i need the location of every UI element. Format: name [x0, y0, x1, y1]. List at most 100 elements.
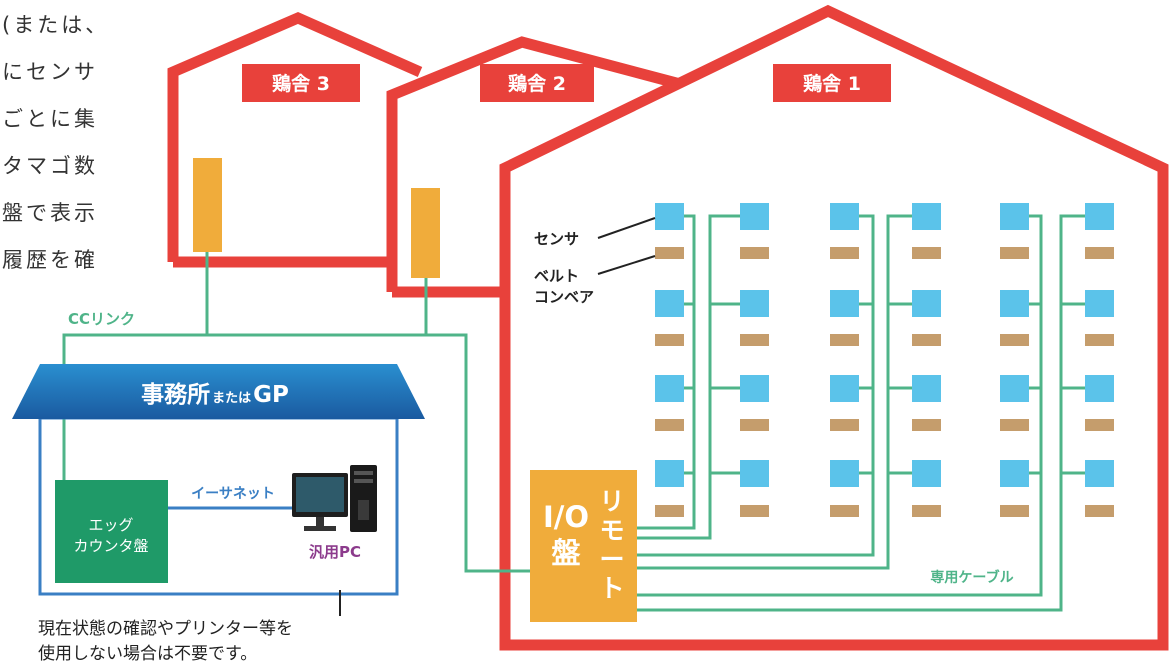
sensor-row-4 [655, 460, 1114, 517]
office-roof [12, 364, 425, 419]
side-text-line: (または、 [2, 13, 110, 37]
belt-conveyor [830, 334, 859, 346]
house-1-label-bg [773, 64, 891, 102]
sensor [830, 203, 859, 230]
belt-conveyor [740, 334, 769, 346]
house-3-label-bg [242, 64, 360, 102]
cc-link-label: CCリンク [68, 310, 135, 328]
side-text: (または、 にセンサ ごとに集 タマゴ数 盤で表示 履歴を確 [2, 2, 109, 284]
footnote: 現在状態の確認やプリンター等を 使用しない場合は不要です。 [38, 617, 293, 667]
sensor-row-1 [655, 203, 1114, 259]
sensor [1000, 203, 1029, 230]
belt-conveyor [1085, 505, 1114, 517]
egg-counter-label-line2: カウンタ盤 [73, 537, 148, 555]
sensor-callout-label: センサ [534, 230, 579, 248]
sensor-row-3 [655, 375, 1114, 431]
belt-conveyor [912, 419, 941, 431]
ethernet-label: イーサネット [191, 486, 275, 502]
belt-conveyor [1000, 505, 1029, 517]
sensor [912, 290, 941, 317]
io-label-line1: I/O [543, 500, 589, 534]
sensor-row-2 [655, 290, 1114, 346]
sensor-grid [655, 203, 1114, 517]
belt-conveyor [830, 419, 859, 431]
belt-callout-line [597, 255, 656, 275]
sensor [1085, 460, 1114, 487]
sensor [740, 375, 769, 402]
house-3-remote-panel [193, 158, 222, 252]
sensor [1085, 375, 1114, 402]
belt-conveyor [1085, 419, 1114, 431]
egg-counter-panel [55, 480, 168, 583]
sensor [655, 203, 684, 230]
house-1-outline [499, 4, 1169, 651]
office-title-main: 事務所 [141, 381, 210, 408]
sensor-callout-line [597, 217, 656, 239]
belt-callout-label-line2: コンベア [534, 288, 594, 306]
side-text-line: にセンサ [2, 60, 98, 84]
belt-conveyor [655, 247, 684, 259]
belt-conveyor [1085, 247, 1114, 259]
belt-callout-label-line1: ベルト [534, 267, 579, 285]
remote-char-3: ー [599, 545, 624, 574]
belt-conveyor [912, 247, 941, 259]
egg-counter-label-line1: エッグ [88, 516, 133, 534]
sensor [1000, 290, 1029, 317]
side-text-line: 盤で表示 [2, 201, 98, 225]
belt-conveyor [912, 505, 941, 517]
sensor [830, 460, 859, 487]
house-2-label-bg [480, 64, 594, 102]
sensor [830, 290, 859, 317]
io-remote-panel [530, 470, 637, 622]
sensor [912, 203, 941, 230]
belt-conveyor [655, 334, 684, 346]
footnote-line: 使用しない場合は不要です。 [38, 644, 258, 664]
footnote-line: 現在状態の確認やプリンター等を [38, 619, 293, 639]
belt-conveyor [1000, 419, 1029, 431]
sensor [740, 460, 769, 487]
dedicated-cabling [636, 214, 1085, 612]
sensor [1085, 203, 1114, 230]
sensor [830, 375, 859, 402]
house-2-outline [386, 36, 682, 292]
belt-conveyor [1000, 247, 1029, 259]
sensor [655, 290, 684, 317]
belt-conveyor [655, 505, 684, 517]
belt-conveyor [740, 505, 769, 517]
sensor [655, 460, 684, 487]
side-text-line: タマゴ数 [2, 154, 98, 178]
belt-conveyor [912, 334, 941, 346]
sensor [655, 375, 684, 402]
side-text-line: ごとに集 [2, 107, 98, 131]
house-2-label: 鶏舎 2 [508, 72, 566, 95]
sensor [1000, 460, 1029, 487]
sensor [1085, 290, 1114, 317]
belt-conveyor [830, 505, 859, 517]
desktop-pc-icon [292, 465, 377, 532]
belt-conveyor [1000, 334, 1029, 346]
sensor [740, 290, 769, 317]
sensor [1000, 375, 1029, 402]
remote-char-1: リ [599, 487, 624, 516]
remote-char-2: モ [599, 516, 624, 545]
belt-conveyor [830, 247, 859, 259]
house-3-outline [167, 11, 423, 262]
house-2-remote-panel [411, 188, 440, 278]
sensor [740, 203, 769, 230]
sensor [912, 460, 941, 487]
office-title-gp: GP [253, 382, 289, 408]
side-text-line: 履歴を確 [2, 248, 98, 272]
remote-char-4: ト [599, 574, 624, 603]
io-label-line2: 盤 [551, 536, 581, 570]
belt-conveyor [740, 247, 769, 259]
office-title: 事務所またはGP [141, 381, 289, 408]
sensor [912, 375, 941, 402]
house-1-label: 鶏舎 1 [803, 72, 861, 95]
office-title-small: または [212, 391, 251, 406]
pc-label: 汎用PC [309, 543, 361, 561]
belt-conveyor [655, 419, 684, 431]
belt-conveyor [740, 419, 769, 431]
dedicated-cable-label: 専用ケーブル [930, 569, 1013, 586]
belt-conveyor [1085, 334, 1114, 346]
